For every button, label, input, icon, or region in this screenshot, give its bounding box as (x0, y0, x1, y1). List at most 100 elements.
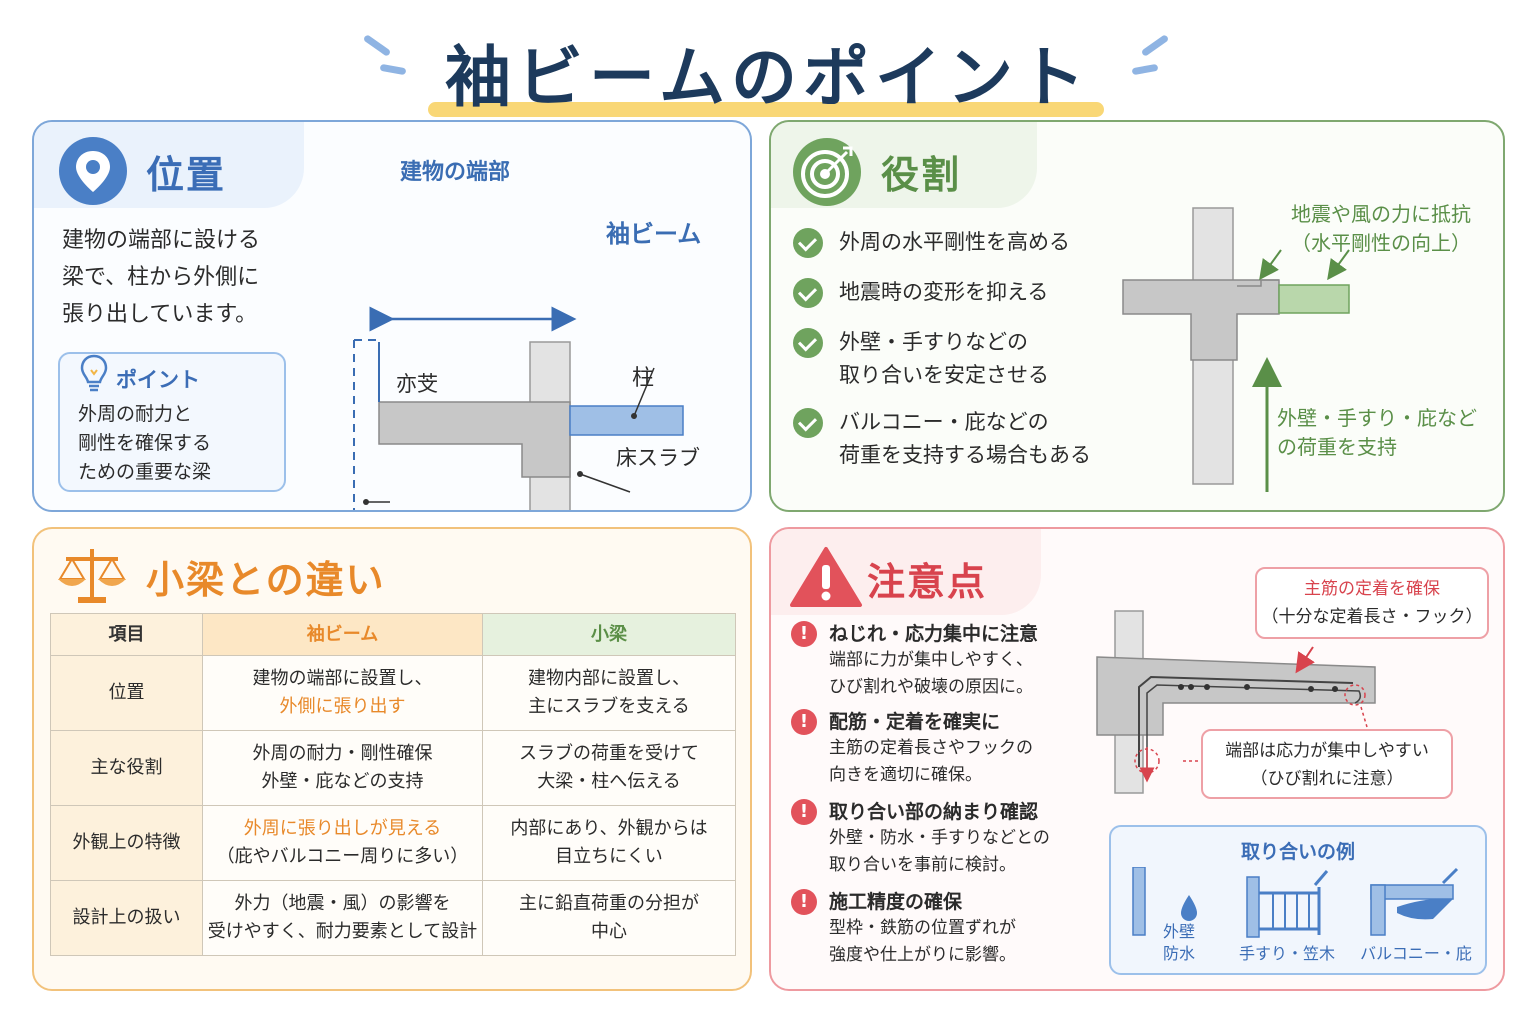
cell-line: 外周に張り出しが見える (243, 818, 442, 839)
caution-item-body: 主筋の定着長さやフックの向きを適切に確保。 (829, 735, 1033, 789)
page-title: 袖ビームのポイント (444, 39, 1092, 116)
role-item-text: バルコニー・庇などの (839, 410, 1049, 434)
caution-body-line: 強度や仕上がりに影響。 (829, 945, 1016, 965)
cell-line: 主にスラブを支える (528, 696, 690, 717)
example-label: 手すり・笠木 (1238, 944, 1335, 963)
caution-body-line: 取り合いを事前に検討。 (829, 855, 1016, 875)
caution-body-line: 向きを適切に確保。 (829, 765, 982, 785)
position-body-line: 建物の端部に設ける (62, 228, 261, 253)
example-label: 外壁 防水 (1149, 921, 1209, 965)
check-icon (793, 228, 823, 258)
slab-label: 床スラブ (616, 446, 700, 470)
sleeve-beam-shape (569, 405, 684, 436)
check-icon (793, 328, 823, 358)
column-leader (579, 473, 631, 493)
role-panel: 役割 外周の水平剛性を高める 地震時の変形を抑える 外壁・手すりなどの 取り合い… (769, 120, 1505, 512)
example-label-line: 防水 (1162, 944, 1195, 963)
location-pin-icon (59, 137, 127, 205)
role-item-text: 外壁・手すりなどの (839, 330, 1028, 354)
check-icon (793, 408, 823, 438)
table-header: 項目 (50, 613, 203, 656)
role-bottom-label-line: 外壁・手すり・庇など (1277, 406, 1477, 430)
callout-stress: 端部は応力が集中しやすい （ひび割れに注意） (1201, 729, 1453, 799)
cell-line: 内部にあり、外観からは (510, 818, 708, 839)
cell-line: 外周の耐力・剛性確保 (252, 743, 433, 764)
check-icon (793, 278, 823, 308)
cell-line: 外力（地震・風）の影響を (234, 893, 451, 914)
position-panel: 位置 建物の端部に設ける 梁で、柱から外側に 張り出しています。 ポイント 外周… (32, 120, 752, 512)
cell-line: 建物内部に設置し、 (528, 668, 690, 689)
cell-line: （庇やバルコニー周りに多い） (216, 846, 469, 867)
caution-item-head: ねじれ・応力集中に注意 (829, 623, 1039, 645)
row-key: 主な役割 (50, 730, 203, 806)
beam-leader (633, 367, 655, 417)
callout-anchorage: 主筋の定着を確保 （十分な定着長さ・フック） (1255, 567, 1489, 639)
caution-item-body: 外壁・防水・手すりなどとの取り合いを事前に検討。 (829, 825, 1050, 879)
callout-line: （十分な定着長さ・フック） (1261, 607, 1483, 627)
exclamation-icon: ! (791, 889, 817, 915)
position-diagram (353, 306, 684, 510)
callout-line: 端部は応力が集中しやすい (1225, 741, 1429, 761)
point-body-line: ための重要な梁 (78, 461, 212, 483)
example-title: 取り合いの例 (1240, 841, 1355, 863)
table-header: 小梁 (482, 613, 736, 656)
caution-item-body: 端部に力が集中しやすく、ひび割れや破壊の原因に。 (829, 647, 1033, 701)
caution-body-line: 外壁・防水・手すりなどとの (829, 828, 1050, 848)
role-top-label-line: 地震や風の力に抵抗 (1291, 202, 1471, 226)
table-cell: 外力（地震・風）の影響を受けやすく、耐力要素として設計 (202, 880, 483, 956)
lightbulb-icon (80, 354, 108, 392)
row-key: 設計上の扱い (50, 880, 203, 956)
table-row: 外観上の特徴 外周に張り出しが見える（庇やバルコニー周りに多い） 内部にあり、外… (50, 805, 736, 881)
caution-panel: 注意点 ! ねじれ・応力集中に注意 端部に力が集中しやすく、ひび割れや破壊の原因… (769, 527, 1505, 991)
caution-body-line: 端部に力が集中しやすく、 (829, 650, 1033, 670)
column-label: 柱 (632, 366, 655, 391)
title-area: 袖ビームのポイント (0, 14, 1536, 117)
table-cell: 建物内部に設置し、主にスラブを支える (482, 655, 736, 731)
exclamation-icon: ! (791, 709, 817, 735)
cell-line: 中心 (591, 921, 627, 942)
handrail-icon (1246, 870, 1329, 938)
position-body: 建物の端部に設ける 梁で、柱から外側に 張り出しています。 (62, 222, 260, 333)
point-box: ポイント 外周の耐力と 剛性を確保する ための重要な梁 (58, 352, 286, 492)
cell-line: スラブの荷重を受けて (519, 743, 699, 764)
target-icon (793, 138, 861, 206)
cell-line: 外側に張り出す (279, 696, 406, 717)
table-cell: スラブの荷重を受けて大梁・柱へ伝える (482, 730, 736, 806)
difference-heading: 小梁との違い (146, 558, 386, 602)
point-body: 外周の耐力と 剛性を確保する ための重要な梁 (78, 400, 211, 487)
cell-line: 建物の端部に設置し、 (252, 668, 433, 689)
exclamation-icon: ! (791, 621, 817, 647)
role-item-text: 荷重を支持する場合もある (839, 443, 1091, 467)
example-label-line: 外壁 (1162, 922, 1195, 941)
row-key: 位置 (50, 655, 203, 731)
table-cell: 主に鉛直荷重の分担が中心 (482, 880, 736, 956)
rebar-diagram (1096, 610, 1376, 794)
caution-body-line: 型枠・鉄筋の位置ずれが (829, 918, 1016, 938)
role-bottom-label: 外壁・手すり・庇など の荷重を支持 (1277, 404, 1497, 462)
table-row: 主な役割 外周の耐力・剛性確保外壁・庇などの支持 スラブの荷重を受けて大梁・柱へ… (50, 730, 736, 806)
slab-shape (378, 401, 571, 478)
cell-line: 目立ちにくい (555, 846, 663, 867)
role-top-label-line: （水平剛性の向上） (1291, 231, 1471, 255)
cell-line: 大梁・柱へ伝える (537, 771, 681, 792)
table-row: 設計上の扱い 外力（地震・風）の影響を受けやすく、耐力要素として設計 主に鉛直荷… (50, 880, 736, 956)
edge-line-label: 亦芠 (396, 372, 438, 396)
table-cell: 外周の耐力・剛性確保外壁・庇などの支持 (202, 730, 483, 806)
scale-icon (58, 549, 126, 603)
role-item-text: 地震時の変形を抑える (839, 280, 1049, 304)
title-underline (428, 102, 1104, 117)
role-bottom-label-line: の荷重を支持 (1277, 435, 1397, 459)
position-heading: 位置 (146, 153, 227, 197)
caution-item-head: 配筋・定着を確実に (829, 711, 1001, 733)
balcony-icon (1370, 867, 1459, 936)
table-cell: 建物の端部に設置し、外側に張り出す (202, 655, 483, 731)
sleeve-beam-label: 袖ビーム (606, 220, 702, 248)
edge-label: 建物の端部 (400, 160, 511, 185)
example-box: 取り合いの例 外壁 防水 手すり・笠木 バルコニー・庇 (1109, 825, 1487, 975)
table-row: 位置 建物の端部に設置し、外側に張り出す 建物内部に設置し、主にスラブを支える (50, 655, 736, 731)
table-header: 袖ビーム (202, 613, 483, 656)
table-header-row: 項目 袖ビーム 小梁 (50, 613, 736, 656)
caution-heading: 注意点 (867, 560, 988, 604)
exclamation-icon: ! (791, 799, 817, 825)
table-cell: 外周に張り出しが見える （庇やバルコニー周りに多い） (202, 805, 483, 881)
